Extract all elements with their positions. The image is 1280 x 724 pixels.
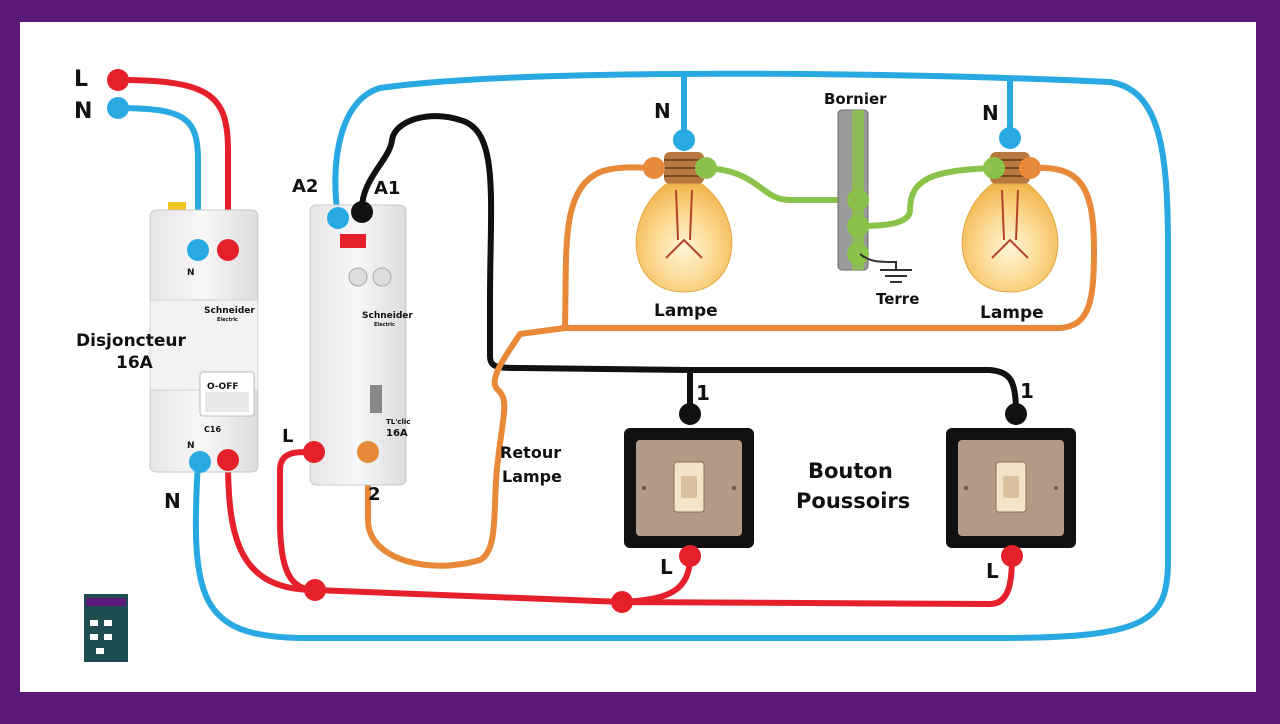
dot-relay-a2 — [327, 207, 349, 229]
lamp-right-label: Lampe — [980, 303, 1044, 323]
dot-relay-a1 — [351, 201, 373, 223]
push-button-left — [624, 428, 754, 548]
push-left-l-label: L — [660, 555, 673, 579]
dot-junction-l1 — [304, 579, 326, 601]
lamp-right — [961, 152, 1059, 293]
breaker-state: O-OFF — [207, 382, 239, 392]
breaker-brand-sub: Electric — [217, 317, 238, 323]
relay-model: TL'clic — [386, 418, 410, 426]
breaker-device: Schneider Electric O-OFF C16 N N — [149, 202, 259, 473]
relay-brand-sub: Electric — [374, 322, 395, 328]
earth-wire-right — [857, 165, 997, 229]
phase-supply-wire — [115, 77, 231, 253]
breaker-term-top-n: N — [187, 268, 195, 278]
control-wire-a1 — [358, 113, 1019, 415]
dot-push-left-l — [679, 545, 701, 567]
bouton-label-line2: Poussoirs — [796, 489, 910, 513]
dot-lamp-left-n — [673, 129, 695, 151]
bornier-label: Bornier — [824, 90, 887, 108]
dot-breaker-in-n — [187, 239, 209, 261]
retour-label-line1: Retour — [500, 443, 561, 462]
relay-a1-label: A1 — [374, 178, 400, 199]
neutral-wire-loop — [192, 70, 1171, 641]
dot-relay-2 — [357, 441, 379, 463]
dot-breaker-out-n — [189, 451, 211, 473]
lamp-left — [635, 152, 733, 293]
push-button-right — [946, 428, 1076, 548]
neutral-supply-wire — [115, 105, 201, 253]
push-right-1-label: 1 — [1020, 379, 1034, 403]
relay-a2-label: A2 — [292, 176, 318, 197]
dot-relay-l — [303, 441, 325, 463]
breaker-title-line1: Disjoncteur — [76, 331, 187, 351]
book-thumbnail-icon — [84, 594, 128, 662]
earth-symbol — [859, 253, 912, 283]
relay-rating: 16A — [386, 428, 408, 439]
dot-lamp-right-earth — [983, 157, 1005, 179]
bornier-terminal-block — [837, 109, 869, 271]
dot-push-left-1 — [679, 403, 701, 425]
dot-lamp-right-return — [1019, 157, 1041, 179]
push-right-l-label: L — [986, 559, 999, 583]
dot-push-right-1 — [1005, 403, 1027, 425]
dot-lamp-right-n — [999, 127, 1021, 149]
dot-junction-l2 — [611, 591, 633, 613]
retour-label-line2: Lampe — [502, 467, 562, 486]
supply-l-label: L — [74, 67, 88, 92]
connection-dots — [107, 69, 1041, 613]
dot-breaker-in-l — [217, 239, 239, 261]
lamp-left-label: Lampe — [654, 301, 718, 321]
bouton-label-line1: Bouton — [808, 459, 893, 483]
breaker-rating: C16 — [204, 425, 221, 434]
relay-brand: Schneider — [362, 311, 413, 321]
push-left-1-label: 1 — [696, 381, 710, 405]
relay-l-label: L — [282, 426, 293, 447]
relay-2-label: 2 — [368, 484, 381, 505]
breaker-out-n-label: N — [164, 489, 181, 513]
lamp-return-wire — [365, 164, 657, 569]
terre-label: Terre — [876, 290, 919, 308]
earth-wire-left — [701, 165, 861, 203]
dot-lamp-left-return — [643, 157, 665, 179]
lamp-return-right-wire — [562, 164, 1097, 331]
breaker-brand: Schneider — [204, 306, 255, 316]
dot-breaker-out-l — [217, 449, 239, 471]
phase-to-relay-wire — [277, 449, 318, 593]
supply-n-label: N — [74, 99, 92, 124]
dot-lamp-left-earth — [695, 157, 717, 179]
dot-supply-l — [107, 69, 129, 91]
dot-push-right-l — [1001, 545, 1023, 567]
breaker-title-line2: 16A — [116, 353, 154, 373]
relay-device: Schneider Electric TL'clic 16A — [309, 204, 413, 486]
lamp-left-n-label: N — [654, 99, 671, 123]
breaker-term-bottom-n: N — [187, 441, 195, 451]
lamp-right-n-label: N — [982, 101, 999, 125]
dot-supply-n — [107, 97, 129, 119]
